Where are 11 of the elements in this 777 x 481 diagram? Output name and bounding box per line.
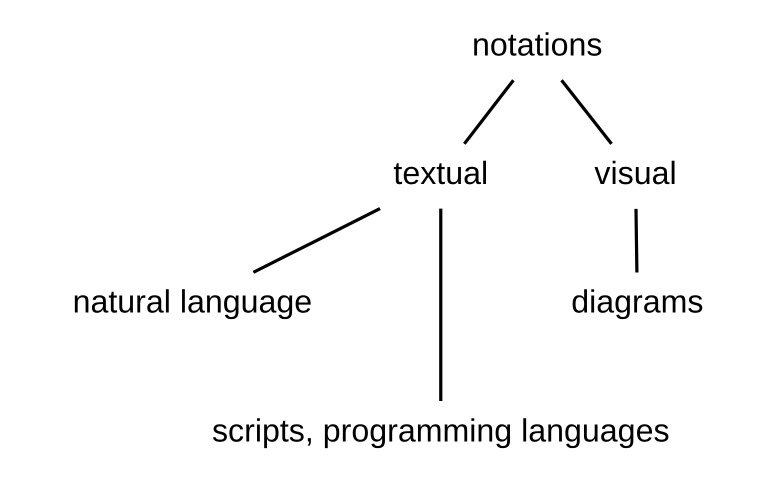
node-text: textual: [393, 155, 488, 192]
connector: [439, 208, 442, 401]
node-text: scripts, programming languages: [212, 412, 670, 448]
connector: [252, 207, 381, 274]
node-text: natural language: [72, 284, 312, 320]
connector: [463, 79, 515, 145]
node-text: notations: [472, 26, 603, 62]
node-text: diagrams: [571, 284, 704, 320]
connector: [560, 79, 613, 145]
node-text: visual: [594, 155, 677, 192]
connector: [634, 208, 639, 273]
